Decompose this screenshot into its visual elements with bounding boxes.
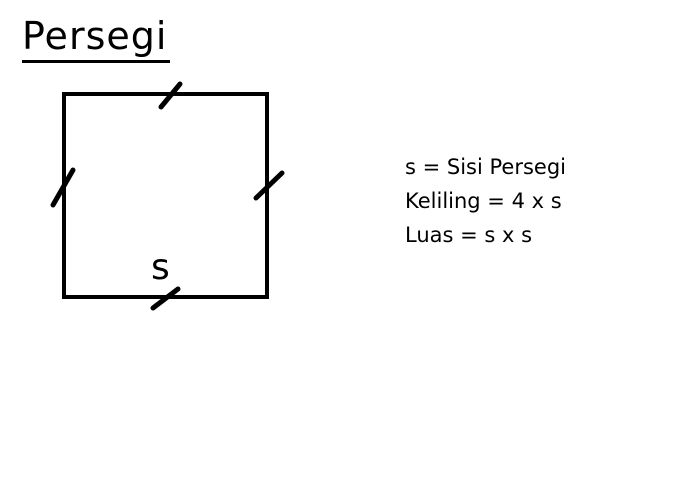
formula-side-definition: s = Sisi Persegi xyxy=(405,155,566,179)
formula-area: Luas = s x s xyxy=(405,223,533,247)
page-title: Persegi xyxy=(22,14,168,58)
formula-list: s = Sisi Persegi Keliling = 4 x s Luas =… xyxy=(405,150,566,252)
title-underline xyxy=(22,60,170,63)
tick-mark-bottom xyxy=(150,286,181,311)
tick-mark-right xyxy=(253,170,285,201)
formula-perimeter: Keliling = 4 x s xyxy=(405,189,562,213)
tick-mark-top xyxy=(158,81,183,110)
side-label: s xyxy=(151,247,170,288)
tick-mark-left xyxy=(50,167,76,208)
